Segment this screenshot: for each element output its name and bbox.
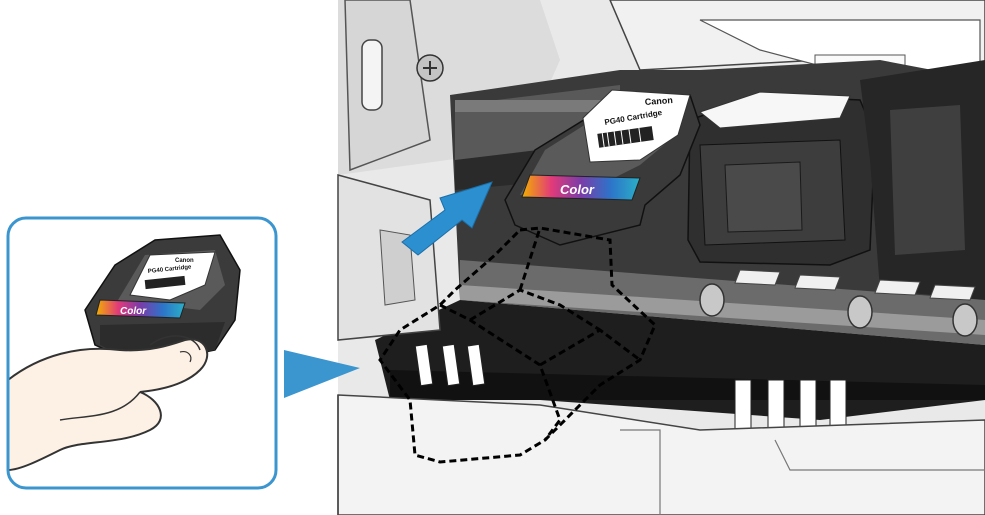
insert-arrow-icon <box>401 181 493 256</box>
roller <box>699 283 978 337</box>
cartridge-color-label: Color <box>560 182 595 197</box>
color-cartridge: Canon PG40 Cartridge Color <box>504 89 701 246</box>
inset-cartridge-brand: Canon <box>175 258 194 264</box>
callout-pointer <box>284 350 360 398</box>
inset-cartridge-model: PG40 Cartridge <box>148 264 193 275</box>
inset-cartridge-color-label: Color <box>120 306 147 317</box>
inset-detail: Canon PG40 Cartridge Color <box>6 216 278 490</box>
cartridge-brand: Canon <box>644 95 673 107</box>
hand-illustration <box>8 335 209 472</box>
printer-interior <box>337 0 985 515</box>
slot-outline <box>378 226 657 464</box>
inset-cartridge: Canon PG40 Cartridge Color <box>84 234 241 366</box>
